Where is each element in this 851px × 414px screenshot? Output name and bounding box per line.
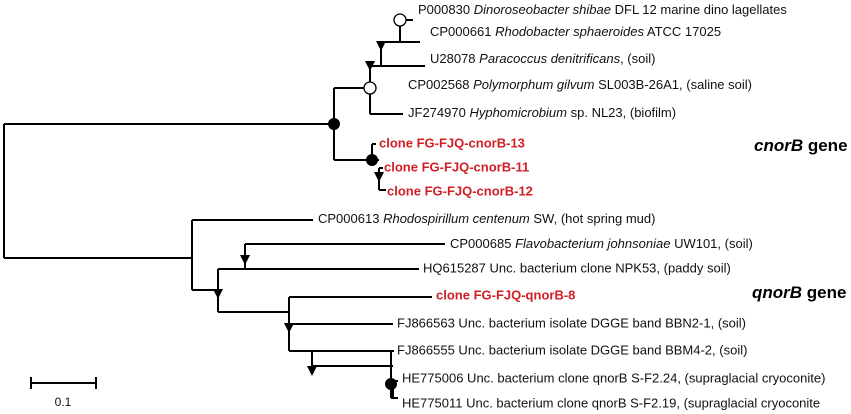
clone-label: clone FG-FJQ-cnorB-12 [387,183,533,198]
triangle-node [213,289,223,299]
open-circle-node [393,13,407,27]
qnorB-group-label: qnorB gene [752,283,846,302]
leaf-label: CP002568 Polymorphum gilvum SL003B-26A1,… [408,77,752,92]
filled-circle-node [328,118,340,130]
open-circle-node [363,81,377,95]
leaf-label: FJ866555 Unc. bacterium isolate DGGE ban… [397,342,747,357]
leaf-labels: P000830 Dinoroseobacter shibae DFL 12 ma… [318,2,825,410]
clone-label: clone FG-FJQ-cnorB-11 [384,159,529,174]
scale-bar-line [30,377,97,389]
tree-branches [3,19,445,399]
triangle-node [376,41,386,51]
filled-circle-node [366,154,378,166]
leaf-label: CP000685 Flavobacterium johnsoniae UW101… [450,236,753,251]
leaf-label: JF274970 Hyphomicrobium sp. NL23, (biofi… [408,105,676,120]
triangle-node [284,323,294,333]
clone-label: clone FG-FJQ-qnorB-8 [436,287,575,302]
leaf-label: U28078 Paracoccus denitrificans, (soil) [430,51,655,66]
triangle-node [240,255,250,265]
leaf-label: P000830 Dinoroseobacter shibae DFL 12 ma… [418,2,787,17]
root-branch [3,123,334,259]
leaf-label: HE775011 Unc. bacterium clone qnorB S-F2… [402,395,820,410]
scale-bar-label: 0.1 [55,395,72,409]
triangle-node [374,172,384,182]
filled-circle-node [385,378,397,390]
leaf-label: FJ866563 Unc. bacterium isolate DGGE ban… [397,315,746,330]
triangle-node [307,366,317,376]
triangle-node [365,61,375,71]
node-markers [213,13,407,390]
cnorB-group-label: cnorB gene [754,136,848,155]
lower-inner-branches [288,297,398,399]
leaf-label: HQ615287 Unc. bacterium clone NPK53, (pa… [423,260,731,275]
scale-bar: 0.1 [30,377,97,409]
leaf-label: HE775006 Unc. bacterium clone qnorB S-F2… [402,370,825,385]
leaf-label: CP000661 Rhodobacter sphaeroides ATCC 17… [430,24,721,39]
clone-label: clone FG-FJQ-cnorB-13 [379,135,525,150]
leaf-label: CP000613 Rhodospirillum centenum SW, (ho… [318,211,655,226]
